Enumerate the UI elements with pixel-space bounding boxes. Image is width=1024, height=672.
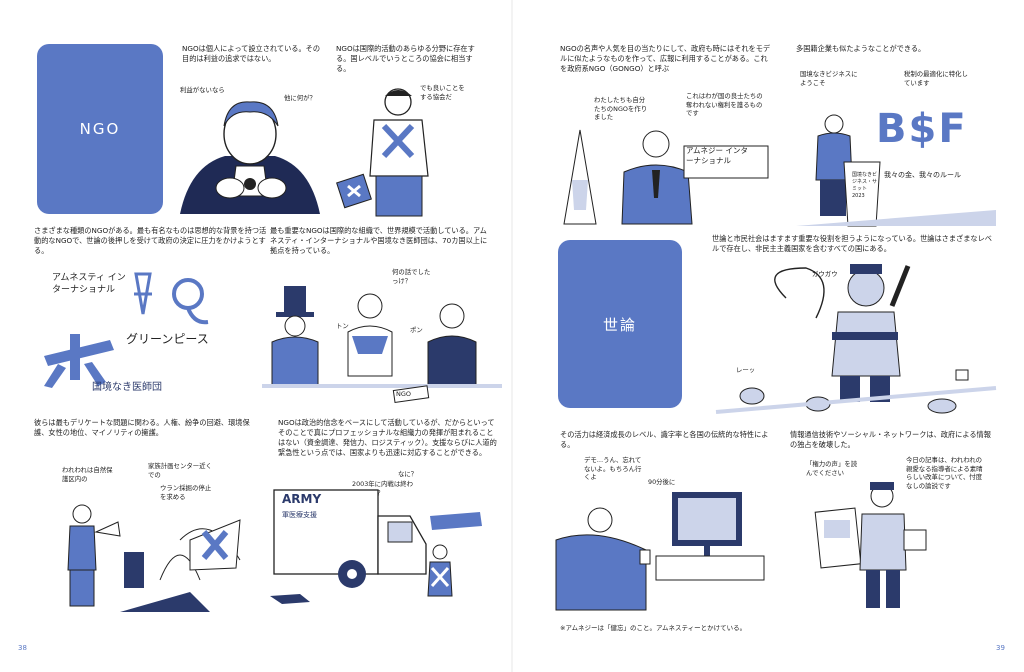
cat-police-illustration bbox=[715, 264, 997, 414]
newspaper-illustration bbox=[814, 482, 927, 608]
gongo-bubble-a: わたしたちも自分たちのNGOを作りました bbox=[594, 96, 648, 121]
page-gutter bbox=[511, 0, 513, 672]
logo-amnesty-text: アムネスティ インターナショナル bbox=[52, 273, 126, 295]
yoron-title: 世論 bbox=[602, 315, 637, 334]
tv-bubble-a: デモ…うん、忘れてないよ。もちろん行くよ bbox=[584, 456, 642, 481]
para-important-ngos: 最も重要なNGOは国際的な組織で、世界規模で活動している。アムネスティ・インター… bbox=[270, 226, 488, 255]
para-issues: 彼らは最もデリケートな問題に関わる。人権、紛争の回避、環境保護、女性の地位、マイ… bbox=[34, 418, 250, 437]
panel2-bubble: でも良いことをする協会だ bbox=[420, 84, 465, 101]
aid-worker-illustration bbox=[336, 88, 429, 217]
para-gongo: NGOの名声や人気を目の当たりにして、政府も時にはそれをモデルに似たようなものを… bbox=[560, 44, 771, 73]
page-number-right: 39 bbox=[996, 644, 1005, 652]
page-number-left: 38 bbox=[18, 644, 27, 652]
yoron-title-tile: 世論 bbox=[558, 240, 682, 408]
truck-sub-text: 軍医療支援 bbox=[282, 511, 317, 519]
tv-bubble-b: 90分後に bbox=[648, 478, 676, 486]
logos-illustration bbox=[134, 272, 209, 325]
logo-greenpeace-text: グリーンピース bbox=[126, 332, 209, 346]
footnote: ※アムネジーは「健忘」のこと。アムネスティーとかけている。 bbox=[560, 624, 747, 632]
sfx-gau: ガウガウ bbox=[812, 270, 838, 278]
para-ngo-types: さまざまな種類のNGOがある。最も有名なものは思想的な背景を持つ活動的なNGOで… bbox=[34, 226, 267, 255]
para-vitality: その活力は経済成長のレベル、識字率と各国の伝統的な特性による。 bbox=[560, 430, 769, 449]
bsf-bubble-b: 税制の最適化に特化しています bbox=[904, 70, 968, 87]
bsf-logo: B$F bbox=[876, 106, 968, 152]
bsf-bubble-a: 国境なきビジネスにようこそ bbox=[800, 70, 858, 87]
intro-text-2: NGOは国際的活動のあらゆる分野に存在する。国レベルでいうところの協会に相当する… bbox=[336, 44, 475, 73]
amnesia-sign: アムネジー インターナショナル bbox=[686, 146, 748, 165]
businessman-illustration bbox=[180, 101, 320, 214]
logo-msf-text: 国境なき医師団 bbox=[92, 382, 162, 393]
protest-bubble-c: ウラン採掘の停止を求める bbox=[160, 484, 212, 501]
truck-bubble-q: なに？ bbox=[398, 470, 418, 478]
panel1-bubble-a: 利益がないなら bbox=[180, 86, 225, 94]
meeting-illustration bbox=[262, 286, 502, 404]
ngo-title-tile: NGO bbox=[37, 44, 163, 214]
protest-illustration bbox=[67, 504, 241, 612]
sfx-pon: ポン bbox=[410, 326, 423, 334]
sfx-rei: レーッ bbox=[736, 366, 756, 374]
truck-illustration bbox=[270, 489, 482, 604]
bsf-caption: 我々の金、我々のルール bbox=[884, 171, 961, 179]
panel1-bubble-b: 他に何が？ bbox=[284, 94, 316, 102]
protest-bubble-b: 家族計画センター近くでの bbox=[148, 462, 212, 479]
protest-bubble-a: われわれは自然保護区内の bbox=[62, 466, 113, 483]
para-yoron: 世論と市民社会はますます重要な役割を担うようになっている。世論はさまざまなレベル… bbox=[712, 234, 992, 253]
msf-logo-icon bbox=[44, 334, 114, 388]
para-multinational: 多国籍企業も似たようなことができる。 bbox=[796, 44, 926, 53]
sfx-ton: トン bbox=[336, 322, 349, 330]
tv-illustration bbox=[555, 492, 765, 611]
meeting-bubble: 何の話でしたっけ？ bbox=[392, 268, 431, 285]
bsf-illustration bbox=[796, 114, 996, 227]
para-info: 情報通信技術やソーシャル・ネットワークは、政府による情報の独占を破壊した。 bbox=[790, 430, 991, 449]
gongo-bubble-b: これはわが国の良士たちの奪われない権利を護るものです bbox=[686, 92, 763, 117]
gongo-illustration bbox=[563, 129, 769, 225]
para-politics: NGOは政治的信念をベースにして活動しているが、だからといってそのことで真にプロ… bbox=[278, 418, 497, 457]
sign-ngo: NGO bbox=[396, 390, 412, 398]
intro-text-1: NGOは個人によって設立されている。その目的は利益の追求ではない。 bbox=[182, 44, 321, 63]
truck-army-text: ARMY bbox=[282, 492, 322, 506]
newspaper-bubble-a: 「権力の声」を読んでください bbox=[806, 460, 858, 477]
podium-text: 国境なきビジネス・サミット 2023 bbox=[852, 172, 878, 199]
ngo-title: NGO bbox=[79, 120, 121, 138]
newspaper-bubble-b: 今日の記事は、われわれの親愛なる指導者による素晴らしい改革について、忖度なしの論… bbox=[906, 456, 983, 490]
